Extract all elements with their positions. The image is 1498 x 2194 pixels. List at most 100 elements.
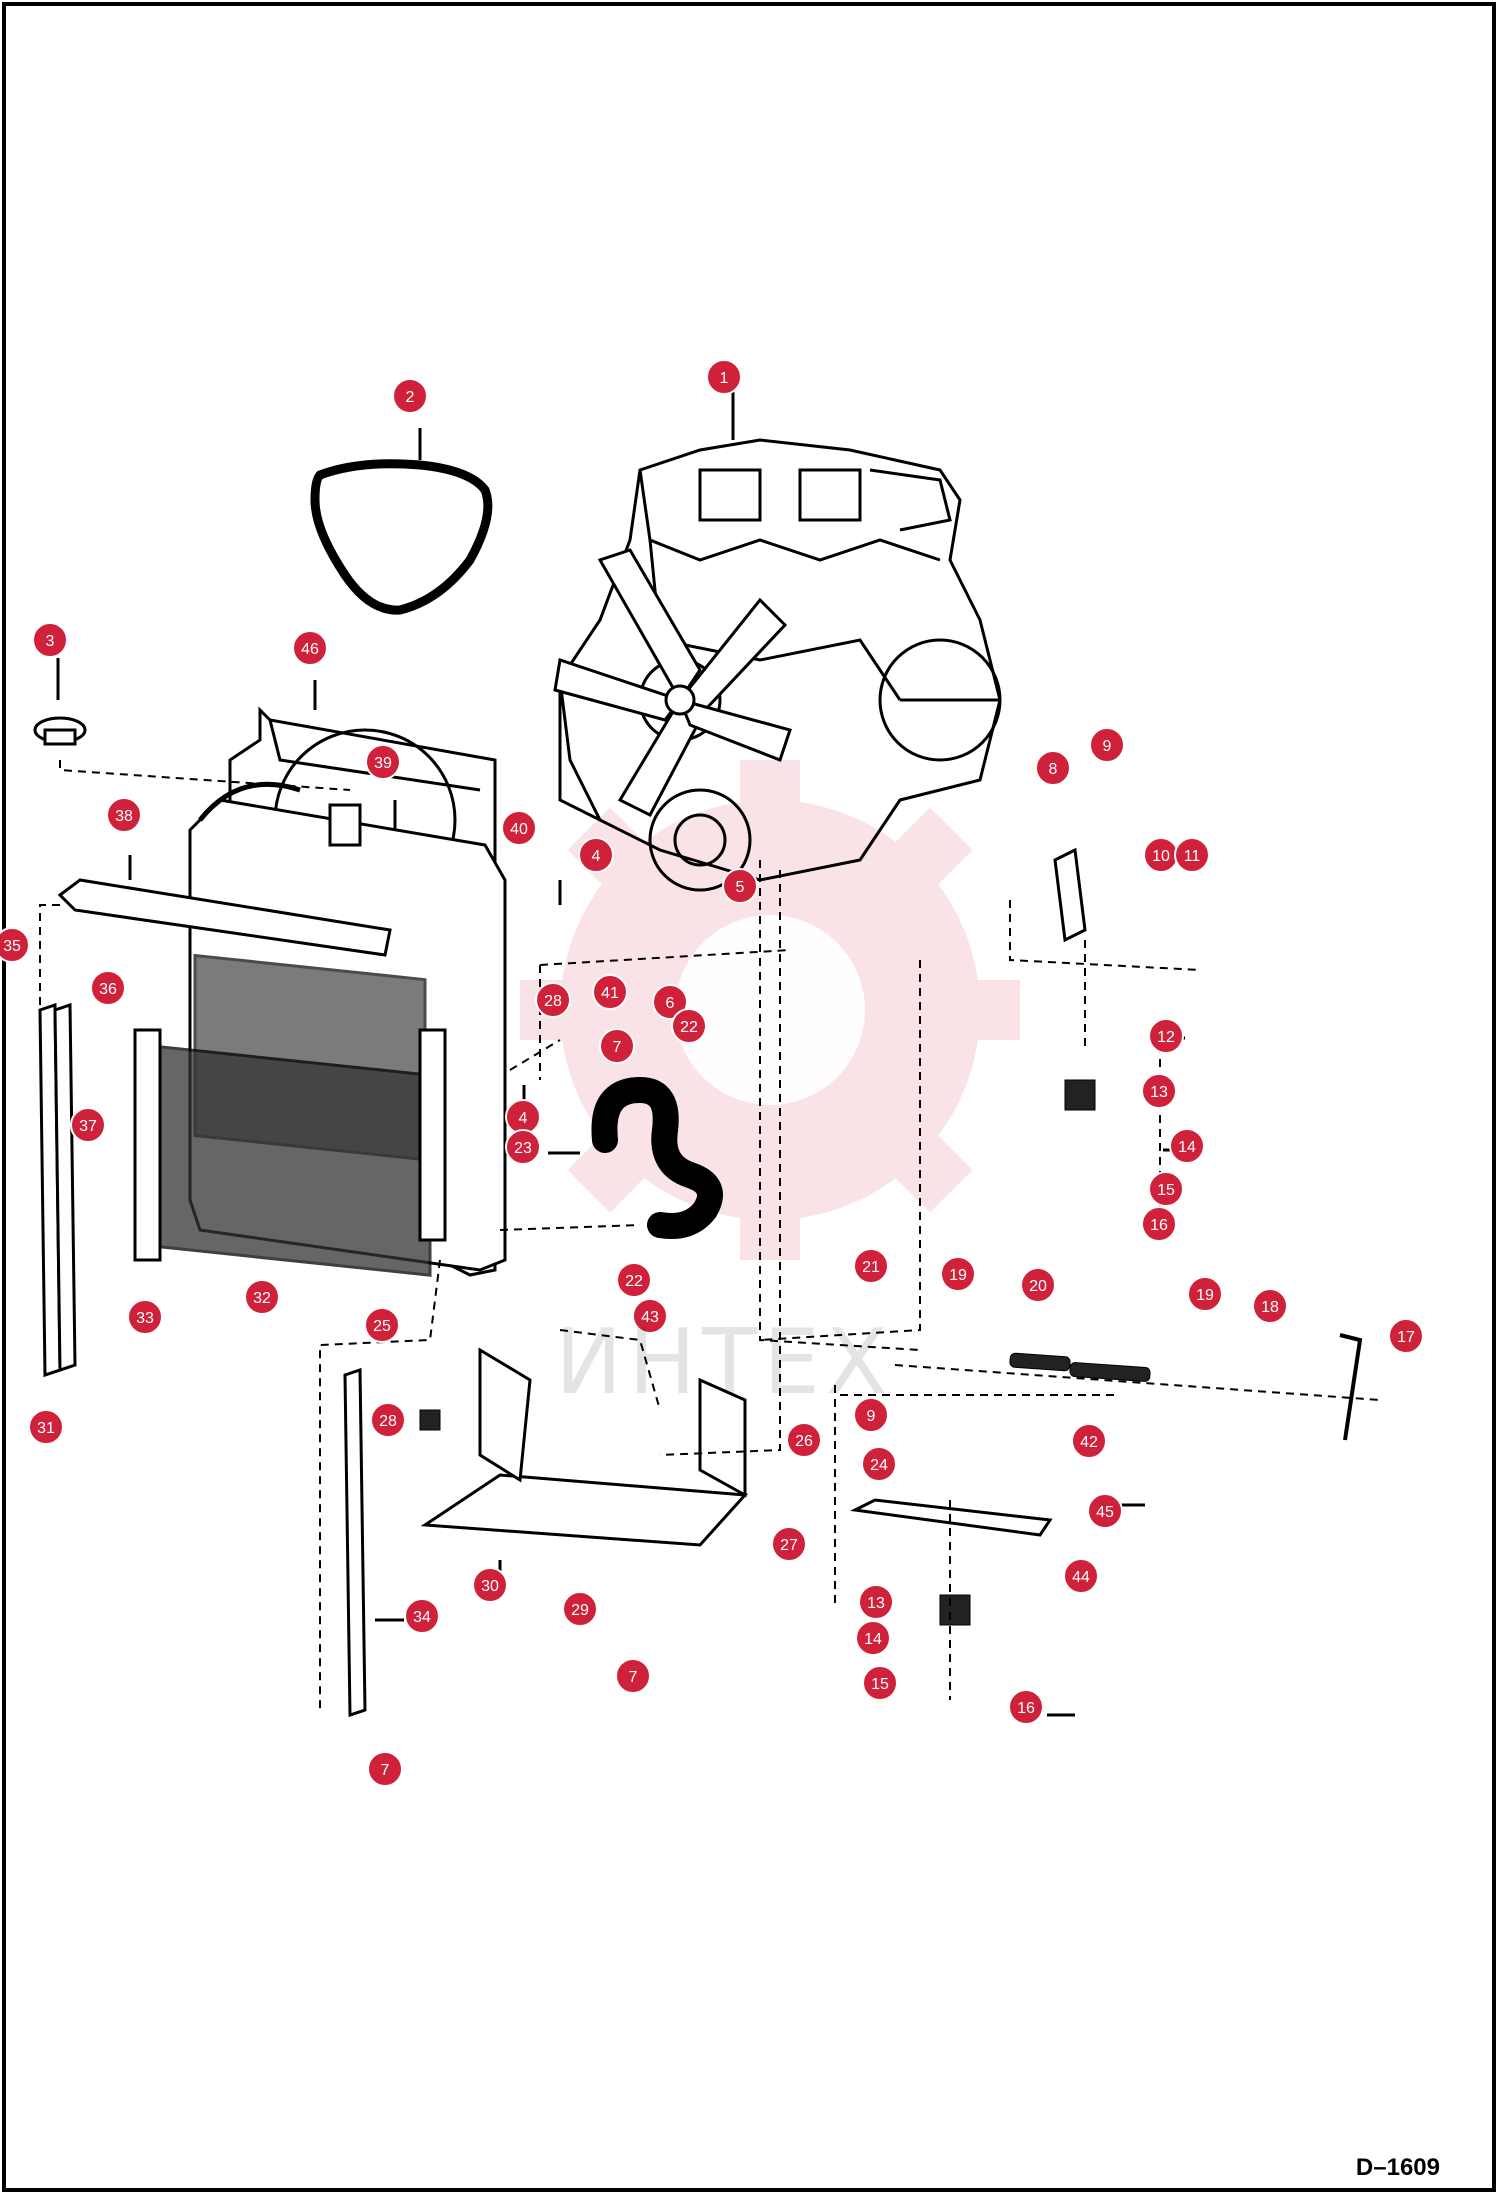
callout-number: 23 bbox=[514, 1140, 532, 1157]
right-brackets bbox=[849, 847, 1087, 1537]
callout-number: 15 bbox=[1157, 1182, 1175, 1199]
callout-19: 19 bbox=[1187, 1276, 1223, 1312]
callout-badge bbox=[404, 1598, 440, 1634]
watermark-text: ИНТЕХ bbox=[555, 1310, 894, 1415]
callout-badge bbox=[1148, 1018, 1184, 1054]
radiator bbox=[133, 781, 507, 1277]
callout-number: 7 bbox=[613, 1039, 622, 1056]
callout-number: 39 bbox=[374, 755, 392, 772]
callout-badge bbox=[1089, 727, 1125, 763]
callout-number: 25 bbox=[373, 1318, 391, 1335]
callout-9: 9 bbox=[1089, 727, 1125, 763]
callout-badge bbox=[1148, 1171, 1184, 1207]
callout-badge bbox=[671, 1008, 707, 1044]
callout-39: 39 bbox=[365, 744, 401, 780]
callout-7: 7 bbox=[367, 1751, 403, 1787]
callout-15: 15 bbox=[1148, 1171, 1184, 1207]
callout-badge bbox=[1008, 1689, 1044, 1725]
side-seals bbox=[38, 1002, 367, 1718]
callout-number: 42 bbox=[1080, 1434, 1098, 1451]
callout-4: 4 bbox=[505, 1099, 541, 1135]
callout-badge bbox=[1035, 750, 1071, 786]
callout-number: 2 bbox=[406, 389, 415, 406]
callout-number: 34 bbox=[413, 1609, 431, 1626]
callout-41: 41 bbox=[592, 974, 628, 1010]
callout-badge bbox=[853, 1397, 889, 1433]
callout-badge bbox=[858, 1584, 894, 1620]
callout-15: 15 bbox=[862, 1665, 898, 1701]
callout-31: 31 bbox=[28, 1409, 64, 1445]
callout-number: 37 bbox=[79, 1118, 97, 1135]
callout-number: 36 bbox=[99, 981, 117, 998]
callout-number: 40 bbox=[510, 821, 528, 838]
callout-badge bbox=[535, 982, 571, 1018]
callout-badge bbox=[70, 1107, 106, 1143]
radiator-hose bbox=[591, 1076, 723, 1239]
callout-number: 21 bbox=[862, 1259, 880, 1276]
callout-19: 19 bbox=[940, 1256, 976, 1292]
callout-1: 1 bbox=[706, 359, 742, 395]
callout-badge bbox=[1187, 1276, 1223, 1312]
callout-badge bbox=[127, 1299, 163, 1335]
callout-10: 10 bbox=[1143, 837, 1179, 873]
callout-number: 14 bbox=[864, 1631, 882, 1648]
callout-badge bbox=[1071, 1423, 1107, 1459]
callout-badge bbox=[1169, 1128, 1205, 1164]
callout-2: 2 bbox=[392, 378, 428, 414]
callout-18: 18 bbox=[1252, 1288, 1288, 1324]
callout-9: 9 bbox=[853, 1397, 889, 1433]
callout-badge bbox=[578, 837, 614, 873]
callout-7: 7 bbox=[615, 1658, 651, 1694]
callout-38: 38 bbox=[106, 797, 142, 833]
callout-number: 46 bbox=[301, 641, 319, 658]
callout-number: 4 bbox=[592, 848, 601, 865]
callout-45: 45 bbox=[1087, 1493, 1123, 1529]
callout-4: 4 bbox=[578, 837, 614, 873]
callout-number: 9 bbox=[867, 1408, 876, 1425]
callout-number: 6 bbox=[666, 995, 675, 1012]
callout-badge bbox=[706, 359, 742, 395]
callout-badge bbox=[1174, 837, 1210, 873]
callout-number: 22 bbox=[625, 1273, 643, 1290]
engine-fan bbox=[553, 548, 792, 817]
callout-29: 29 bbox=[562, 1591, 598, 1627]
callout-28: 28 bbox=[535, 982, 571, 1018]
callout-number: 3 bbox=[46, 633, 55, 650]
callout-17: 17 bbox=[1388, 1318, 1424, 1354]
callout-number: 9 bbox=[1103, 738, 1112, 755]
callout-badge bbox=[367, 1751, 403, 1787]
callout-badge bbox=[1141, 1206, 1177, 1242]
callout-badge bbox=[392, 378, 428, 414]
callout-badge bbox=[722, 868, 758, 904]
callout-badge bbox=[862, 1665, 898, 1701]
callout-34: 34 bbox=[404, 1598, 440, 1634]
callout-badge bbox=[1020, 1267, 1056, 1303]
callout-number: 8 bbox=[1049, 761, 1058, 778]
callout-number: 33 bbox=[136, 1310, 154, 1327]
top-deflector bbox=[57, 878, 392, 957]
mount-plate bbox=[420, 1347, 749, 1547]
callout-badge bbox=[244, 1279, 280, 1315]
callout-number: 30 bbox=[481, 1578, 499, 1595]
callout-badge bbox=[1141, 1073, 1177, 1109]
callout-number: 29 bbox=[571, 1602, 589, 1619]
callout-number: 12 bbox=[1157, 1029, 1175, 1046]
callout-number: 24 bbox=[870, 1457, 888, 1474]
callout-number: 16 bbox=[1017, 1700, 1035, 1717]
callout-badge bbox=[292, 630, 328, 666]
callout-badge bbox=[855, 1620, 891, 1656]
callout-badge bbox=[861, 1446, 897, 1482]
callout-number: 5 bbox=[736, 879, 745, 896]
callout-badge bbox=[853, 1248, 889, 1284]
callout-25: 25 bbox=[364, 1307, 400, 1343]
callout-46: 46 bbox=[292, 630, 328, 666]
callout-14: 14 bbox=[855, 1620, 891, 1656]
callout-badge bbox=[364, 1307, 400, 1343]
callout-number: 27 bbox=[780, 1537, 798, 1554]
callout-27: 27 bbox=[771, 1526, 807, 1562]
callout-36: 36 bbox=[90, 970, 126, 1006]
callout-26: 26 bbox=[786, 1422, 822, 1458]
callout-6: 6 bbox=[652, 984, 688, 1020]
callout-number: 35 bbox=[3, 938, 21, 955]
